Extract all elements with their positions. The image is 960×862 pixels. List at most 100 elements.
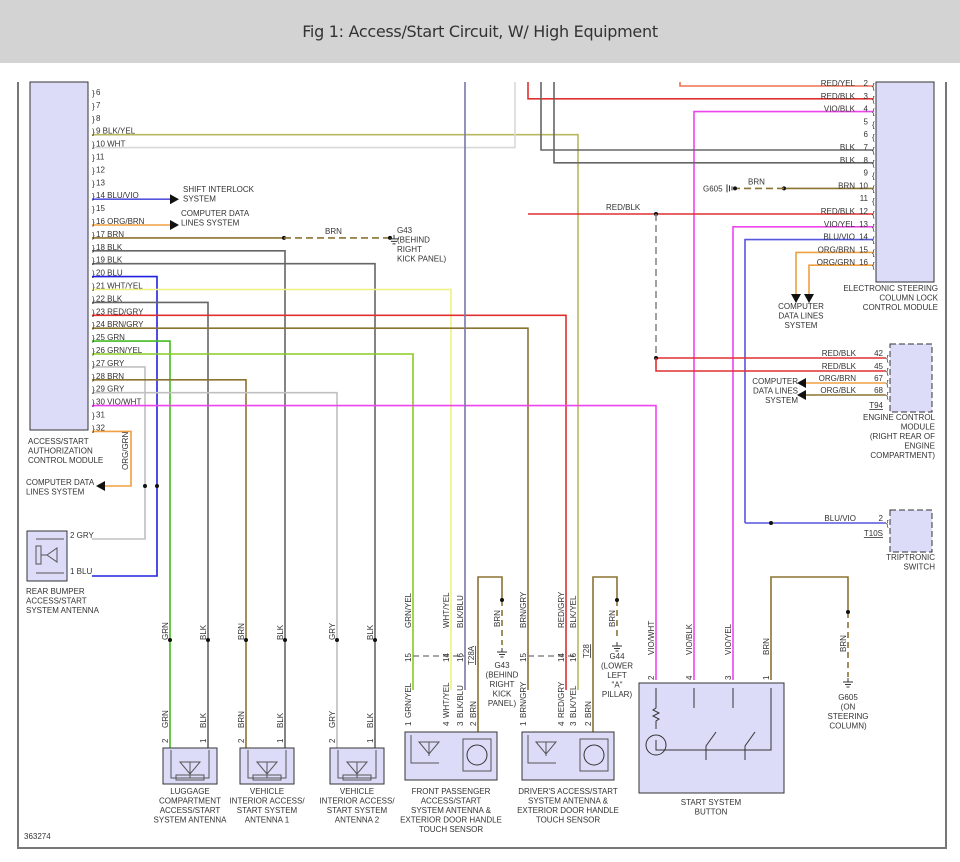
pin-number: 1: [199, 738, 208, 743]
triptronic-label: TRIPTRONIC: [886, 553, 935, 562]
steering-pin-number: 5: [864, 117, 869, 126]
ground-icon: [497, 648, 507, 658]
splice-dot: [283, 638, 287, 642]
wire-label: BLK/YEL: [569, 685, 578, 718]
connector-pin-icon: {: [872, 197, 875, 206]
start-button-label: BUTTON: [695, 808, 728, 817]
connector-pin-icon: {: [872, 146, 875, 155]
connector-pin-icon: }: [92, 154, 95, 163]
ground-g44-label: LEFT: [607, 671, 627, 680]
ecm-pin-number: 67: [874, 374, 883, 383]
access-start-module-label: CONTROL MODULE: [28, 456, 103, 465]
ecm-module: [889, 343, 933, 413]
figure-title-bar: Fig 1: Access/Start Circuit, W/ High Equ…: [0, 0, 960, 63]
access-start-module: [29, 81, 89, 431]
ground-icon: [389, 234, 399, 245]
connector-pin-icon: }: [92, 128, 95, 137]
connector-id: T28A: [467, 645, 476, 665]
connector-pin-icon: }: [92, 399, 95, 408]
interior-antenna-2-label: VEHICLE: [340, 787, 374, 796]
connector-pin-icon: }: [92, 373, 95, 382]
wire-blu: [92, 275, 158, 577]
wire-org-grn: [92, 430, 132, 487]
pin-number: 4: [685, 675, 694, 680]
computer-data-lines-label: DATA LINES: [753, 387, 798, 396]
access-start-pin-label: 26 GRN/YEL: [96, 346, 143, 355]
connector-pin-icon: }: [92, 283, 95, 292]
front-passenger-module: [404, 731, 498, 781]
wire-label: GRY: [328, 710, 337, 728]
access-start-pin-label: 30 VIO/WHT: [96, 398, 141, 407]
wire-label: VIO/BLK: [685, 623, 694, 655]
connector-pin-icon: {: [886, 367, 889, 376]
wire-label: GRN/YEL: [404, 682, 413, 718]
ground-g44-label: (LOWER: [601, 662, 633, 671]
triptronic-pin-number: 2: [879, 514, 884, 523]
rear-bumper-label: REAR BUMPER: [26, 587, 85, 596]
steering-pin-number: 3: [864, 92, 869, 101]
ground-g605-label: COLUMN): [829, 722, 867, 731]
arrow-icon: [797, 390, 806, 400]
wire-label: BLK/YEL: [569, 595, 578, 628]
ground-g605-label: STEERING: [828, 712, 869, 721]
connector-pin-icon: }: [92, 257, 95, 266]
wire-label: BRN: [762, 638, 771, 655]
access-start-pin-label: 28 BRN: [96, 372, 124, 381]
access-start-module-label: AUTHORIZATION: [28, 447, 93, 456]
connector-pin-icon: }: [92, 270, 95, 279]
wire-label: BLK/BLU: [456, 685, 465, 718]
transistor-icon: [466, 744, 488, 766]
wire-label: BRN: [237, 711, 246, 728]
ground-g44-label: PILLAR): [602, 690, 633, 699]
wire-label: GRY: [328, 622, 337, 640]
ground-g43-label: KICK PANEL): [397, 255, 447, 264]
pin-number: 1: [762, 675, 771, 680]
wire-label: WHT/YEL: [442, 592, 451, 628]
touch-sensor-icon: [462, 738, 492, 772]
wire-label: BRN: [839, 635, 848, 652]
steering-pin-wire: BLK: [840, 143, 856, 152]
connector-pin-icon: {: [872, 108, 875, 117]
arrow-icon: [170, 220, 179, 230]
steering-lock-label: COLUMN LOCK: [879, 294, 938, 303]
arrow-icon: [804, 294, 814, 303]
access-start-pin-label: 18 BLK: [96, 243, 123, 252]
antenna-icon: [410, 735, 441, 764]
connector-pin-icon: }: [92, 424, 95, 433]
wire-label: BRN/GRY: [519, 681, 528, 718]
ground-icon: [726, 184, 733, 193]
figure-id: 363274: [24, 832, 51, 841]
interior-antenna-1-label: VEHICLE: [250, 787, 284, 796]
access-start-pin-label: 8: [96, 114, 101, 123]
wire-org-brn-15: [795, 251, 873, 294]
pin-number: 1: [519, 721, 528, 726]
connector-pin-icon: {: [872, 248, 875, 257]
connector-pin-icon: {: [872, 261, 875, 270]
wire-brn-gry: [92, 327, 529, 690]
connector-pin-icon: }: [92, 386, 95, 395]
ground-g43-label: RIGHT: [490, 680, 515, 689]
wire-blk-18: [92, 250, 286, 690]
steering-pin-number: 7: [864, 143, 869, 152]
connector-pin-icon: }: [92, 334, 95, 343]
splice-dot: [155, 484, 159, 488]
antenna-icon: [247, 750, 287, 781]
luggage-antenna-label: ACCESS/START: [160, 806, 221, 815]
wire-brn-28: [92, 379, 247, 748]
led-icon: [645, 734, 667, 756]
switch-circuit-icon: [651, 688, 772, 760]
antenna-icon: [35, 538, 64, 574]
ecm-pin-number: 68: [874, 386, 883, 395]
wires-layer: [92, 82, 886, 748]
front-passenger-module-label: ACCESS/START: [421, 797, 482, 806]
luggage-antenna-label: LUGGAGE: [170, 787, 210, 796]
connector-pin-icon: {: [872, 95, 875, 104]
arrow-icon: [170, 194, 179, 205]
connector-pin-icon: {: [872, 82, 875, 91]
splice-dot: [143, 484, 147, 488]
ground-icon: [843, 678, 853, 688]
splice-dot: [769, 521, 773, 525]
wire-label: BLK: [366, 712, 375, 728]
steering-pin-wire: ORG/BRN: [818, 245, 856, 254]
access-start-pin-label: 25 GRN: [96, 333, 125, 342]
